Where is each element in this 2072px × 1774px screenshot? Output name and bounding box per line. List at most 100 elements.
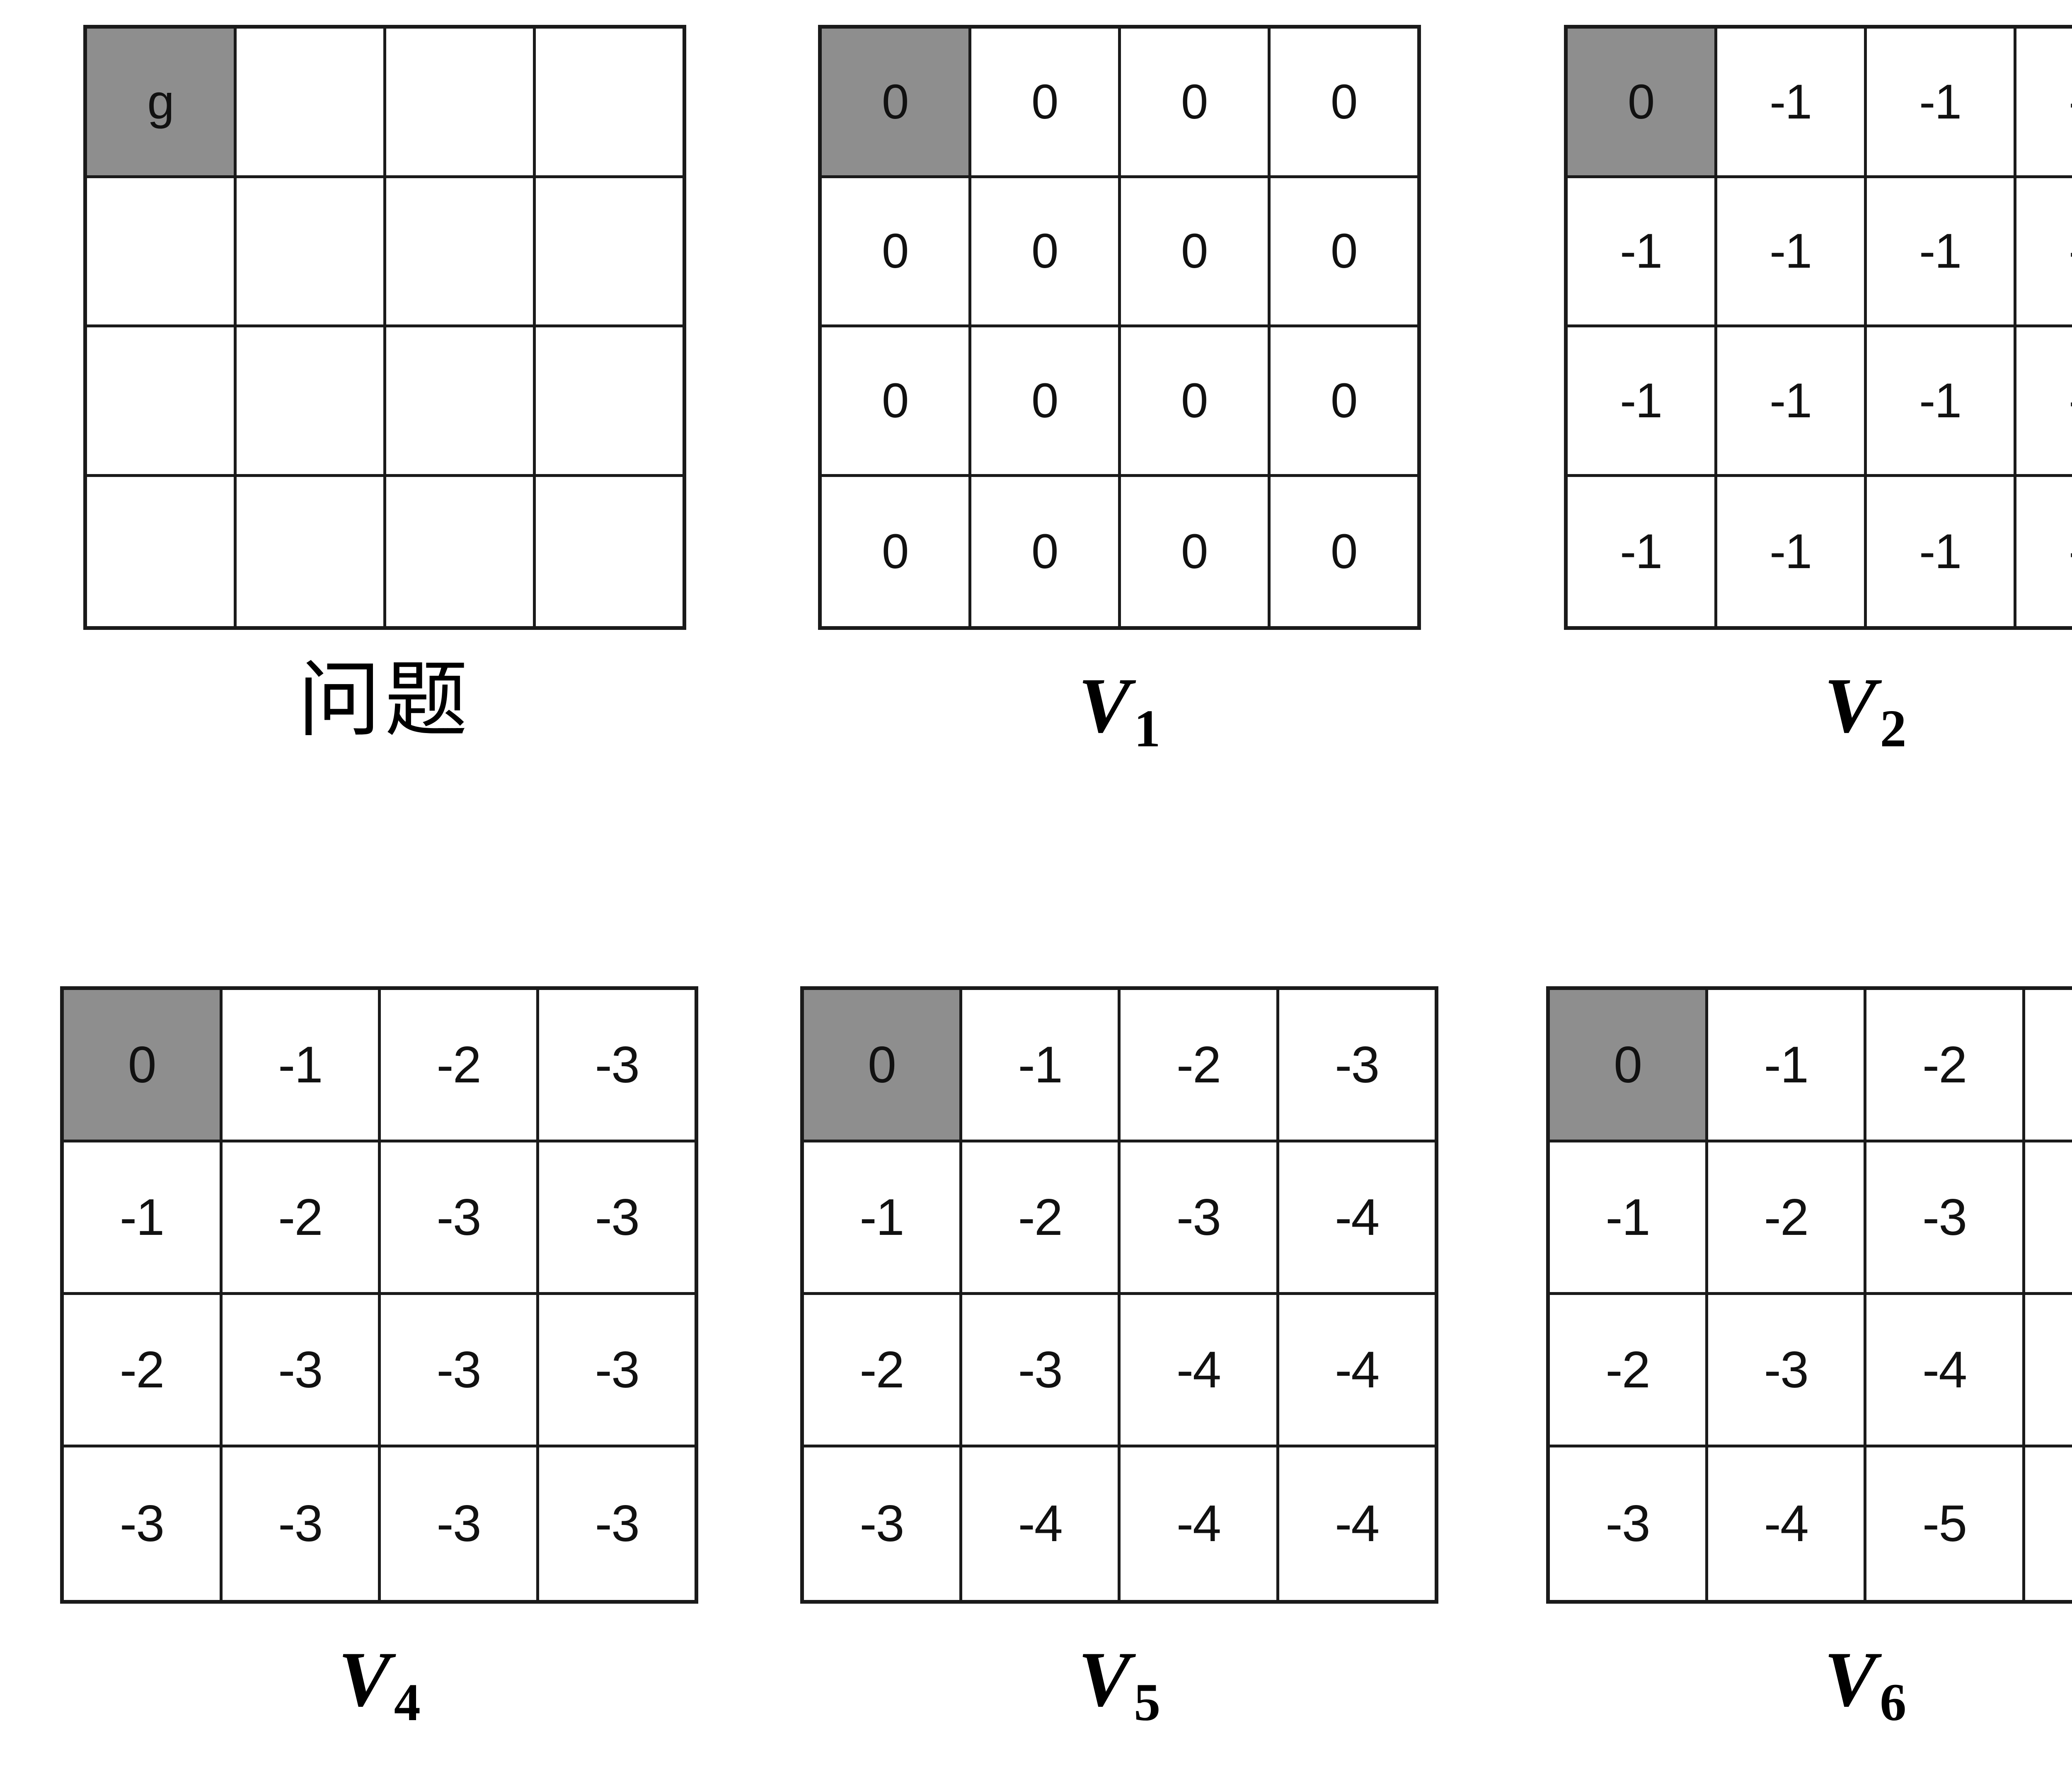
grid-cell-r2-c2[interactable] xyxy=(386,327,536,477)
grid-row: -1-2-3-4 xyxy=(1549,1142,2072,1295)
grid-cell-r3-c2[interactable] xyxy=(386,477,536,626)
grid-cell-r1-c2[interactable]: -3 xyxy=(380,1142,540,1295)
grid-cell-r1-c3[interactable]: -1 xyxy=(2016,178,2072,327)
grid-cell-r2-c3[interactable]: -3 xyxy=(539,1295,695,1447)
grid-cell-r1-c2[interactable]: 0 xyxy=(1121,178,1271,327)
grid-cell-r2-c1[interactable] xyxy=(237,327,387,477)
grid-cell-r1-c3[interactable]: -4 xyxy=(2025,1142,2072,1295)
grid-cell-r2-c0[interactable]: -2 xyxy=(804,1295,963,1447)
grid-cell-r3-c3[interactable]: 0 xyxy=(1270,477,1417,626)
grid-cell-r3-c0[interactable]: -3 xyxy=(64,1447,223,1600)
grid-cell-r0-c1[interactable]: -1 xyxy=(1708,990,1867,1142)
grid-cell-r2-c1[interactable]: -3 xyxy=(1708,1295,1867,1447)
grid-cell-r0-c2[interactable]: -2 xyxy=(1866,990,2025,1142)
grid-cell-r3-c3[interactable]: -1 xyxy=(2016,477,2072,626)
grid-cell-r0-c2[interactable] xyxy=(386,29,536,178)
grid-cell-r3-c3[interactable]: -5 xyxy=(2025,1447,2072,1600)
grid-cell-r3-c3[interactable]: -4 xyxy=(1279,1447,1435,1600)
panel-caption-v5: V5 xyxy=(1078,1640,1161,1729)
grid-cell-r2-c2[interactable]: -4 xyxy=(1866,1295,2025,1447)
grid-cell-r1-c3[interactable]: 0 xyxy=(1270,178,1417,327)
grid-cell-r1-c0[interactable]: -1 xyxy=(1567,178,1717,327)
grid-cell-r0-c2[interactable]: -2 xyxy=(380,990,540,1142)
grid-cell-r3-c0[interactable]: -3 xyxy=(804,1447,963,1600)
grid-cell-r1-c0[interactable]: -1 xyxy=(64,1142,223,1295)
grid-cell-r3-c0[interactable] xyxy=(87,477,237,626)
grid-cell-r1-c1[interactable]: -2 xyxy=(1708,1142,1867,1295)
grid-cell-r1-c2[interactable] xyxy=(386,178,536,327)
grid-cell-r1-c0[interactable]: -1 xyxy=(804,1142,963,1295)
grid-cell-r3-c0[interactable]: -1 xyxy=(1567,477,1717,626)
grid-cell-r2-c0[interactable]: -2 xyxy=(64,1295,223,1447)
grid-cell-r1-c1[interactable]: -2 xyxy=(962,1142,1121,1295)
grid-cell-r0-c0[interactable]: 0 xyxy=(64,990,223,1142)
grid-cell-r0-c3[interactable]: -3 xyxy=(2025,990,2072,1142)
grid-cell-r1-c3[interactable] xyxy=(536,178,683,327)
grid-cell-r0-c0[interactable]: g xyxy=(87,29,237,178)
grid-cell-r1-c3[interactable]: -4 xyxy=(1279,1142,1435,1295)
grid-cell-r3-c0[interactable]: -3 xyxy=(1549,1447,1709,1600)
grid-cell-r2-c3[interactable]: 0 xyxy=(1270,327,1417,477)
grid-cell-r0-c1[interactable]: 0 xyxy=(971,29,1121,178)
grid-cell-r2-c3[interactable]: -1 xyxy=(2016,327,2072,477)
grid-cell-r2-c2[interactable]: -3 xyxy=(380,1295,540,1447)
grid-cell-r2-c1[interactable]: 0 xyxy=(971,327,1121,477)
grid-cell-r3-c1[interactable]: 0 xyxy=(971,477,1121,626)
grid-cell-r1-c3[interactable]: -3 xyxy=(539,1142,695,1295)
grid-cell-r1-c2[interactable]: -3 xyxy=(1121,1142,1279,1295)
grid-cell-r0-c3[interactable] xyxy=(536,29,683,178)
grid-cell-r2-c3[interactable]: -5 xyxy=(2025,1295,2072,1447)
grid-cell-r3-c1[interactable]: -4 xyxy=(1708,1447,1867,1600)
grid-cell-r2-c1[interactable]: -1 xyxy=(1717,327,1867,477)
grid-cell-r1-c0[interactable]: -1 xyxy=(1549,1142,1709,1295)
grid-cell-r0-c2[interactable]: 0 xyxy=(1121,29,1271,178)
grid-cell-r0-c1[interactable]: -1 xyxy=(222,990,381,1142)
grid-cell-r0-c3[interactable]: -3 xyxy=(1279,990,1435,1142)
grid-cell-r2-c3[interactable] xyxy=(536,327,683,477)
grid-cell-r3-c2[interactable]: -3 xyxy=(380,1447,540,1600)
grid-cell-r1-c1[interactable]: -2 xyxy=(222,1142,381,1295)
grid-cell-r3-c3[interactable] xyxy=(536,477,683,626)
grid-cell-r3-c1[interactable]: -3 xyxy=(222,1447,381,1600)
grid-cell-r3-c1[interactable] xyxy=(237,477,387,626)
grid-cell-r0-c3[interactable]: -1 xyxy=(2016,29,2072,178)
grid-cell-r3-c3[interactable]: -3 xyxy=(539,1447,695,1600)
grid-cell-r0-c2[interactable]: -1 xyxy=(1866,29,2016,178)
grid-cell-r3-c2[interactable]: -5 xyxy=(1866,1447,2025,1600)
grid-cell-r2-c0[interactable]: -2 xyxy=(1549,1295,1709,1447)
grid-cell-r1-c2[interactable]: -3 xyxy=(1866,1142,2025,1295)
grid-cell-r0-c1[interactable]: -1 xyxy=(1717,29,1867,178)
grid-cell-r3-c2[interactable]: 0 xyxy=(1121,477,1271,626)
grid-cell-r2-c2[interactable]: -1 xyxy=(1866,327,2016,477)
grid-cell-r0-c0[interactable]: 0 xyxy=(1567,29,1717,178)
grid-cell-r2-c0[interactable] xyxy=(87,327,237,477)
grid-cell-r3-c2[interactable]: -4 xyxy=(1121,1447,1279,1600)
grid-cell-r0-c0[interactable]: 0 xyxy=(1549,990,1709,1142)
grid-cell-r0-c1[interactable] xyxy=(237,29,387,178)
grid-cell-r1-c0[interactable] xyxy=(87,178,237,327)
grid-cell-r0-c3[interactable]: -3 xyxy=(539,990,695,1142)
grid-cell-r1-c2[interactable]: -1 xyxy=(1866,178,2016,327)
grid-cell-r0-c1[interactable]: -1 xyxy=(962,990,1121,1142)
grid-cell-r2-c0[interactable]: -1 xyxy=(1567,327,1717,477)
grid-cell-r0-c0[interactable]: 0 xyxy=(821,29,971,178)
grid-cell-r3-c2[interactable]: -1 xyxy=(1866,477,2016,626)
grid-cell-r2-c0[interactable]: 0 xyxy=(821,327,971,477)
grid-cell-r3-c1[interactable]: -1 xyxy=(1717,477,1867,626)
grid-cell-r2-c2[interactable]: -4 xyxy=(1121,1295,1279,1447)
grid-cell-r0-c0[interactable]: 0 xyxy=(804,990,963,1142)
grid-cell-r1-c1[interactable] xyxy=(237,178,387,327)
grid-cell-r1-c0[interactable]: 0 xyxy=(821,178,971,327)
grid-cell-r3-c1[interactable]: -4 xyxy=(962,1447,1121,1600)
grid-cell-r1-c1[interactable]: -1 xyxy=(1717,178,1867,327)
grid-cell-r0-c3[interactable]: 0 xyxy=(1270,29,1417,178)
grid-cell-r1-c1[interactable]: 0 xyxy=(971,178,1121,327)
grid-cell-r0-c2[interactable]: -2 xyxy=(1121,990,1279,1142)
grid-cell-r2-c3[interactable]: -4 xyxy=(1279,1295,1435,1447)
caption-symbol: V xyxy=(338,1636,391,1723)
grid-row: 0-1-2-3 xyxy=(1549,990,2072,1142)
grid-cell-r3-c0[interactable]: 0 xyxy=(821,477,971,626)
grid-cell-r2-c1[interactable]: -3 xyxy=(962,1295,1121,1447)
grid-cell-r2-c2[interactable]: 0 xyxy=(1121,327,1271,477)
grid-cell-r2-c1[interactable]: -3 xyxy=(222,1295,381,1447)
